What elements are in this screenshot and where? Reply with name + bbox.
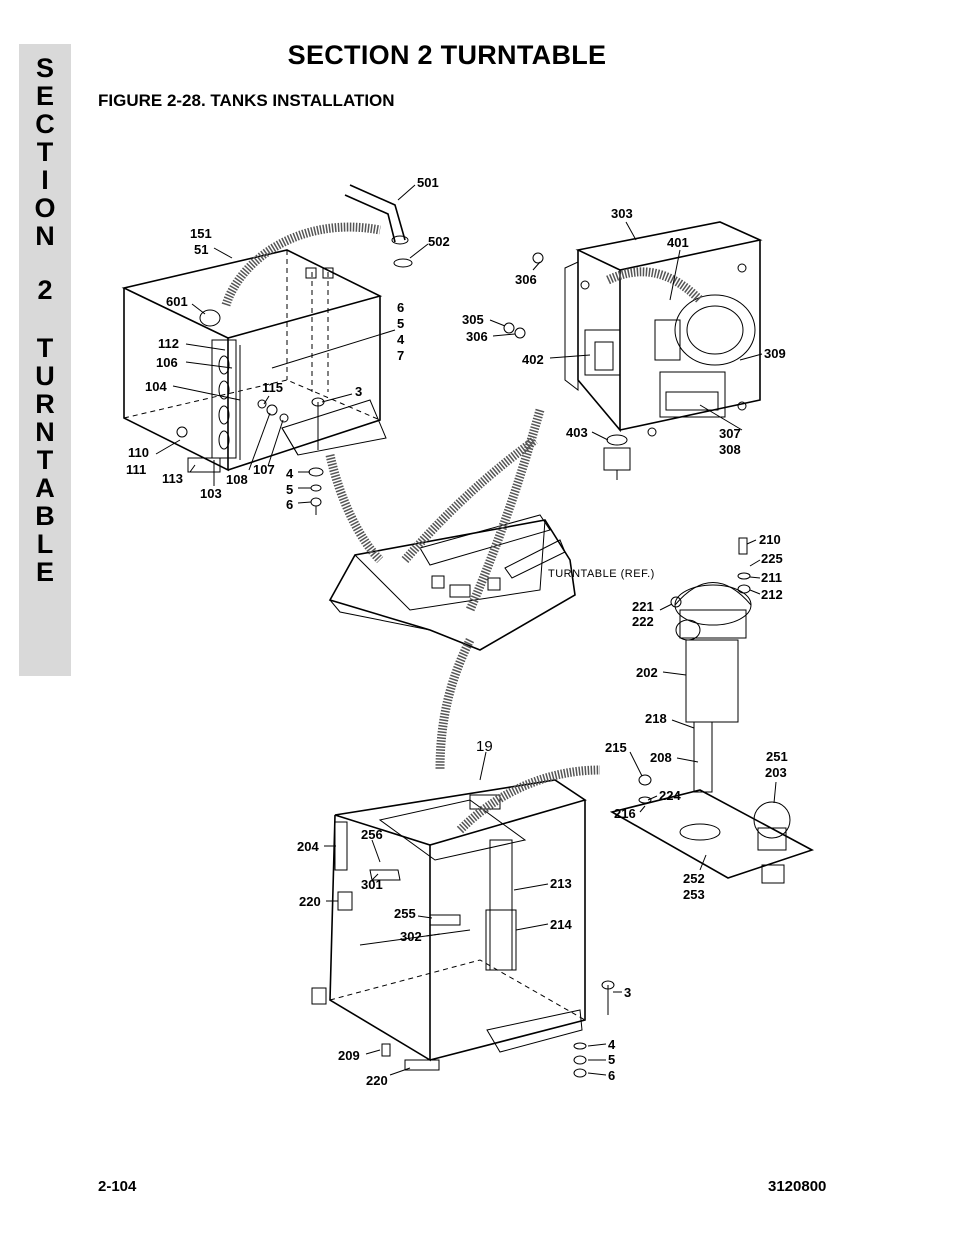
label-212: 212	[761, 587, 783, 602]
side-tab-letter: O	[34, 193, 56, 223]
label-208: 208	[650, 750, 672, 765]
label-6-lower: 6	[608, 1068, 615, 1083]
label-401: 401	[667, 235, 689, 250]
figure-caption: FIGURE 2-28. TANKS INSTALLATION	[98, 91, 395, 110]
label-309: 309	[764, 346, 786, 361]
side-tab-letter: B	[35, 501, 55, 531]
label-5-lower: 5	[608, 1052, 615, 1067]
label-111: 111	[126, 462, 146, 477]
control-box	[503, 221, 763, 480]
label-110: 110	[128, 445, 149, 460]
label-151: 151	[190, 226, 212, 241]
label-107: 107	[253, 462, 275, 477]
label-222: 222	[632, 614, 654, 629]
turntable-ref-label: TURNTABLE (REF.)	[548, 568, 655, 580]
label-115: 115	[262, 380, 283, 395]
page-number: 2-104	[98, 1178, 137, 1195]
side-tab-letter: N	[35, 221, 55, 251]
side-tab-letter: T	[36, 333, 54, 363]
label-210: 210	[759, 532, 781, 547]
label-211: 211	[761, 570, 782, 585]
label-203: 203	[765, 765, 787, 780]
label-5-top: 5	[397, 316, 404, 331]
label-214: 214	[550, 917, 572, 932]
label-104: 104	[145, 379, 167, 394]
label-19: 19	[476, 738, 493, 755]
page-title: SECTION 2 TURNTABLE	[287, 40, 607, 70]
label-302: 302	[400, 929, 422, 944]
label-6-mid: 6	[286, 497, 293, 512]
label-4-mid: 4	[286, 466, 294, 481]
side-tab-letter: 2	[37, 275, 53, 305]
label-303: 303	[611, 206, 633, 221]
label-502: 502	[428, 234, 450, 249]
part-labels: 501 502 151 51 601 6 5 4 7 112 106 104 1…	[126, 175, 788, 1088]
label-106: 106	[156, 355, 178, 370]
label-301: 301	[361, 877, 383, 892]
label-402: 402	[522, 352, 544, 367]
label-213: 213	[550, 876, 572, 891]
label-220-upper: 220	[299, 894, 321, 909]
label-256: 256	[361, 827, 383, 842]
label-305: 305	[462, 312, 484, 327]
side-tab-letter: R	[35, 389, 55, 419]
side-tab-letter: S	[35, 53, 54, 83]
label-108: 108	[226, 472, 248, 487]
side-tab-letter: I	[41, 165, 49, 195]
side-tab-letter: U	[35, 361, 55, 391]
label-501: 501	[417, 175, 439, 190]
label-306-lower: 306	[466, 329, 488, 344]
side-tab-letter: E	[35, 81, 54, 111]
label-218: 218	[645, 711, 667, 726]
leader-lines	[155, 184, 777, 1076]
label-4-lower: 4	[608, 1037, 616, 1052]
label-251: 251	[766, 749, 788, 764]
side-tab-letter: T	[36, 137, 54, 167]
label-103: 103	[200, 486, 222, 501]
label-253: 253	[683, 887, 705, 902]
label-403: 403	[566, 425, 588, 440]
label-3-top: 3	[355, 384, 362, 399]
side-tab-letter: T	[36, 445, 54, 475]
label-307: 307	[719, 426, 741, 441]
return-filter	[609, 537, 815, 884]
label-209: 209	[338, 1048, 360, 1063]
label-601: 601	[166, 294, 188, 309]
label-306-upper: 306	[515, 272, 537, 287]
document-number: 3120800	[768, 1178, 827, 1195]
label-7: 7	[397, 348, 404, 363]
side-tab-letter: C	[35, 109, 55, 139]
label-224: 224	[659, 788, 681, 803]
side-tab-letter: E	[35, 557, 54, 587]
label-252: 252	[683, 871, 705, 886]
label-113: 113	[162, 471, 183, 486]
side-tab-letter: N	[35, 417, 55, 447]
label-112: 112	[158, 336, 179, 351]
label-5-mid: 5	[286, 482, 293, 497]
side-tab-letter: L	[36, 529, 54, 559]
label-215: 215	[605, 740, 627, 755]
label-51: 51	[194, 242, 208, 257]
label-4-top: 4	[397, 332, 405, 347]
label-255: 255	[394, 906, 416, 921]
side-tab-letter: A	[35, 473, 55, 503]
label-216: 216	[614, 806, 636, 821]
hydraulic-tank-lower	[311, 779, 615, 1078]
label-204: 204	[297, 839, 319, 854]
hydraulic-tank-upper	[121, 249, 387, 515]
label-3-lower: 3	[624, 985, 631, 1000]
turntable	[328, 514, 576, 651]
label-225: 225	[761, 551, 783, 566]
label-221: 221	[632, 599, 654, 614]
label-308: 308	[719, 442, 741, 457]
label-202: 202	[636, 665, 658, 680]
label-220-lower: 220	[366, 1073, 388, 1088]
label-6-top: 6	[397, 300, 404, 315]
